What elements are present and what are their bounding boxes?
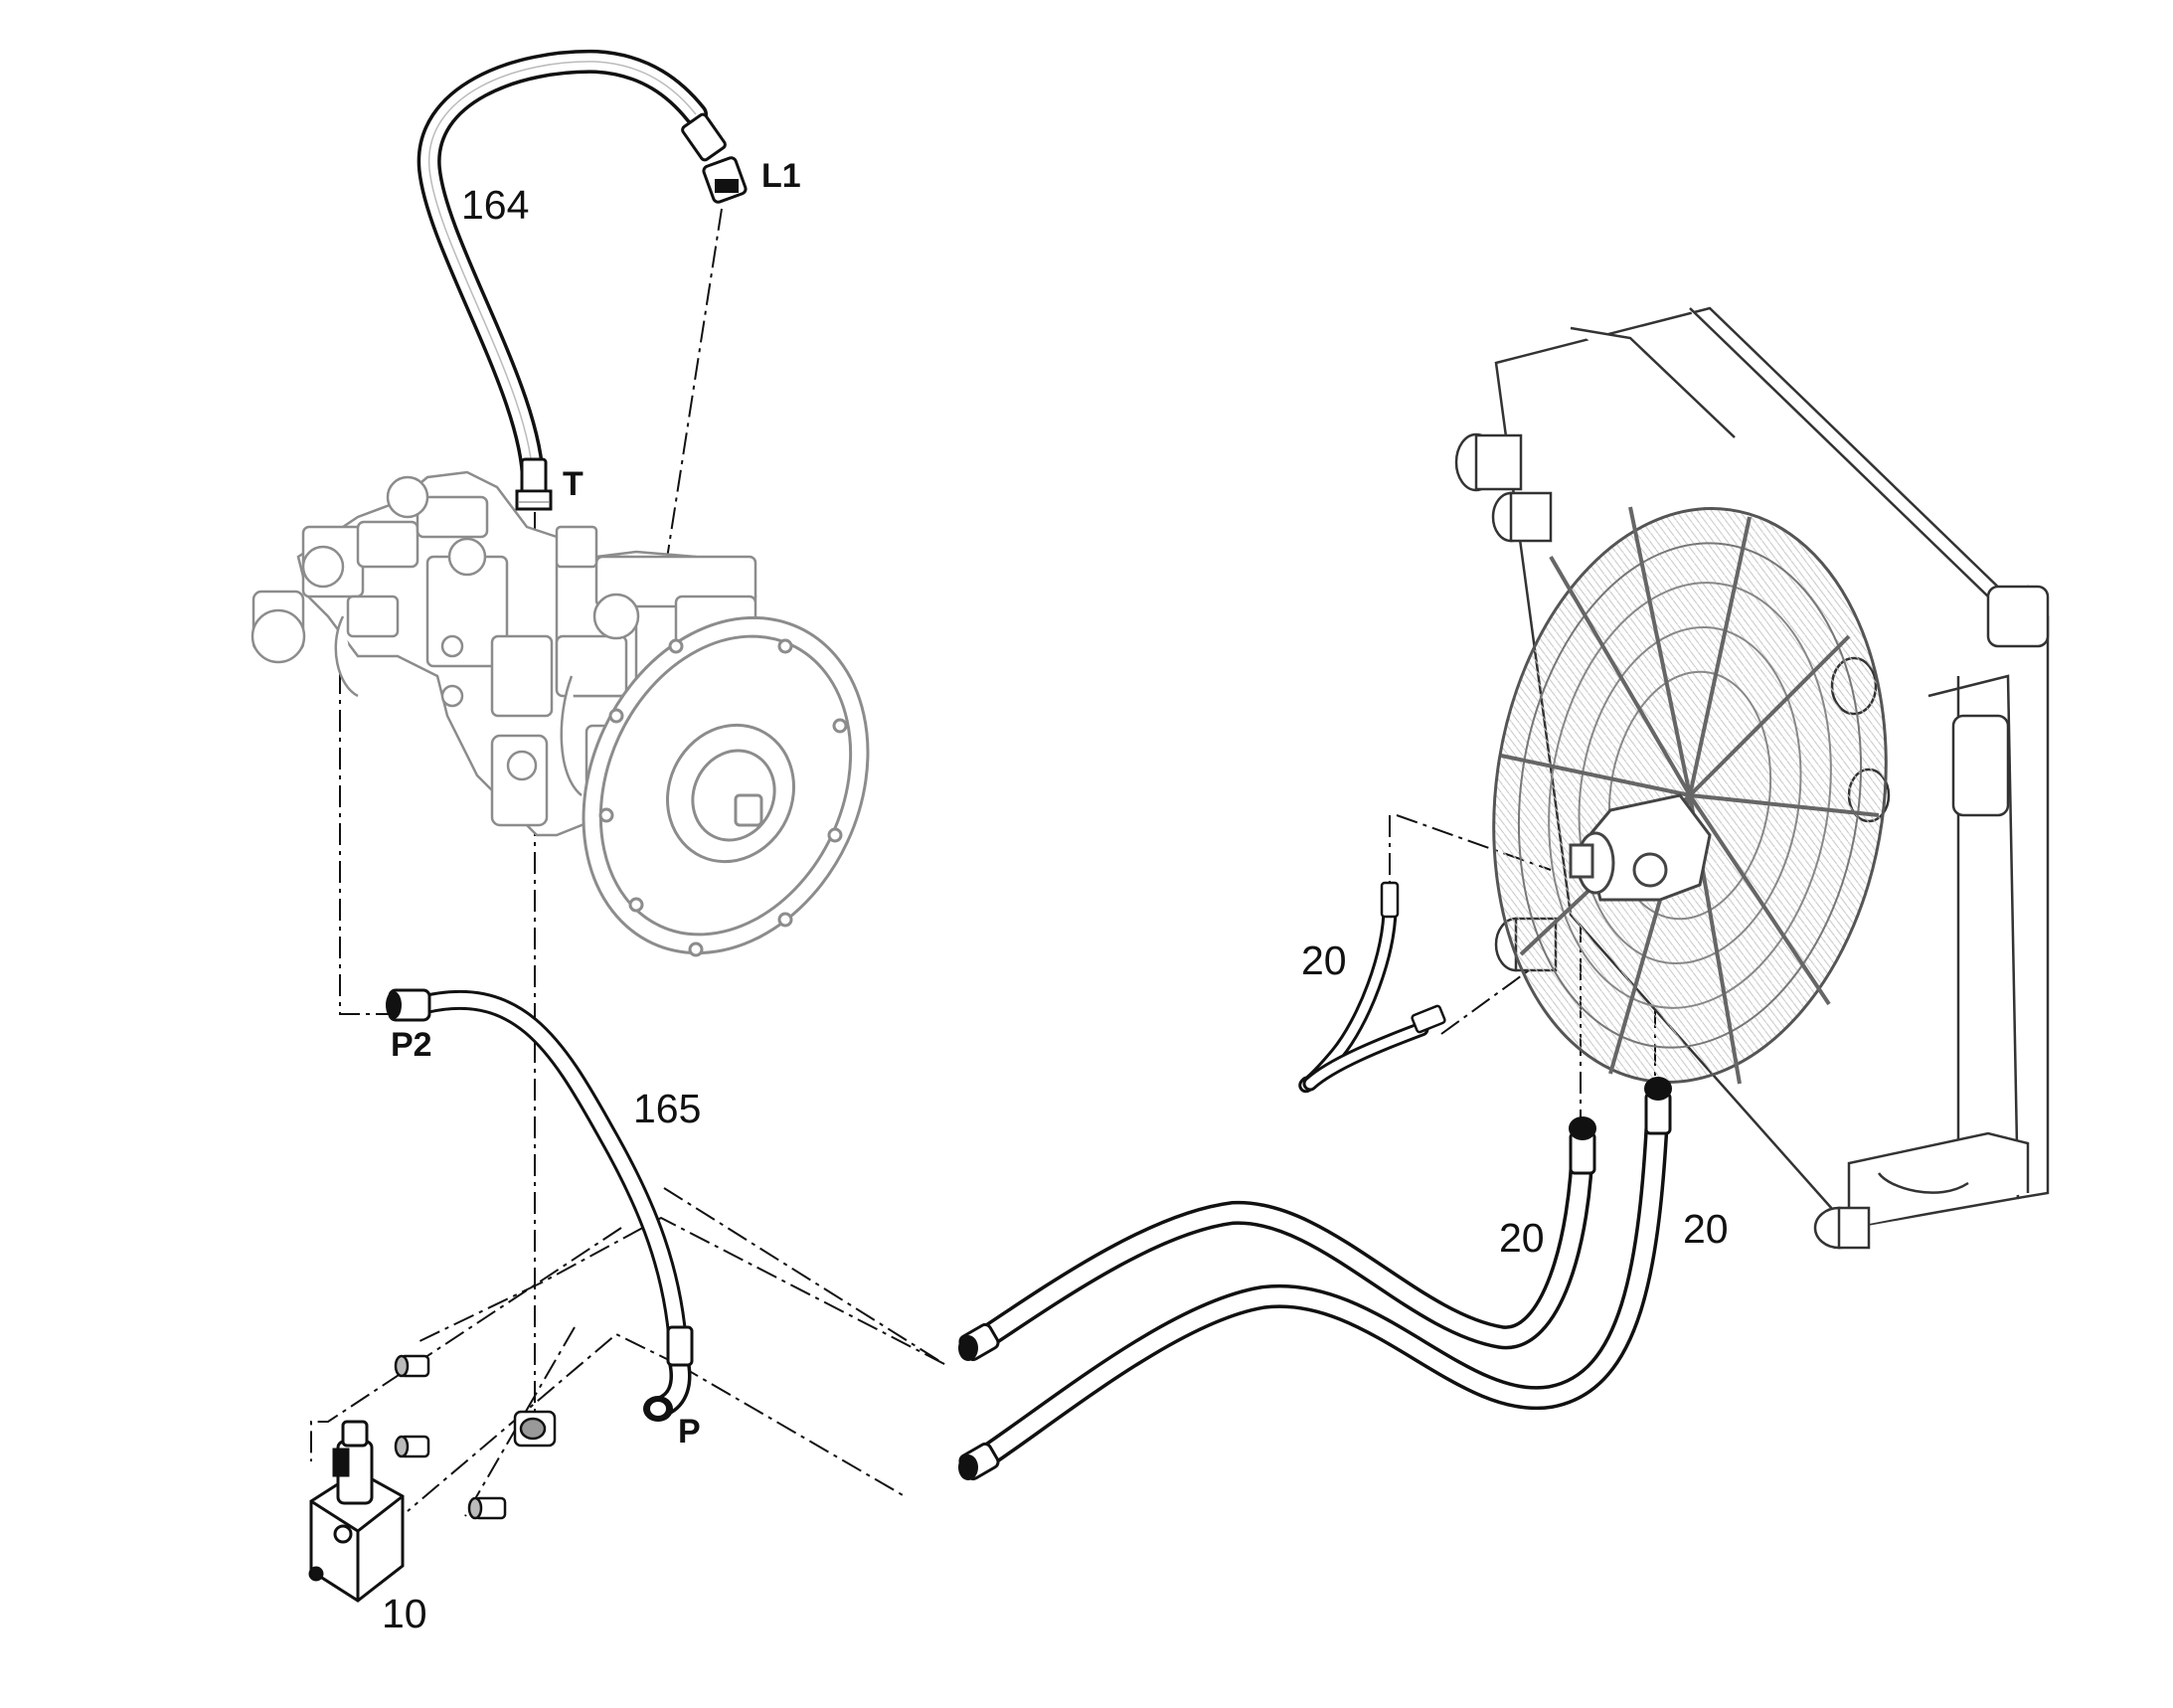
- hose-20-lower-right: [958, 1077, 1672, 1481]
- label-port-p: P: [678, 1413, 701, 1451]
- label-hose-20-lower-right: 20: [1683, 1206, 1729, 1252]
- hose-20-fan-supply: [1298, 881, 1446, 1094]
- label-port-l1: L1: [761, 157, 801, 195]
- pump-flywheel: [582, 615, 870, 957]
- label-hose-20-lower-left: 20: [1499, 1215, 1545, 1261]
- label-hose-164: 164: [461, 182, 530, 228]
- fitting-p2: [386, 988, 431, 1022]
- hose-165: [408, 989, 689, 1372]
- label-port-t: T: [563, 465, 584, 503]
- fitting-p: [643, 1325, 694, 1422]
- hose-164: [417, 49, 708, 501]
- label-hose-165: 165: [633, 1086, 702, 1131]
- label-valve-10: 10: [382, 1591, 427, 1636]
- hose-20-lower-left: [958, 1116, 1596, 1362]
- valve-block-10: [308, 1420, 405, 1603]
- label-port-p2: P2: [391, 1026, 432, 1064]
- small-fittings: [394, 1354, 557, 1520]
- fitting-l1: [681, 112, 748, 204]
- fitting-t: [515, 457, 553, 511]
- fan-motor: [1569, 793, 1712, 902]
- label-hose-20-fan-supply: 20: [1301, 938, 1347, 983]
